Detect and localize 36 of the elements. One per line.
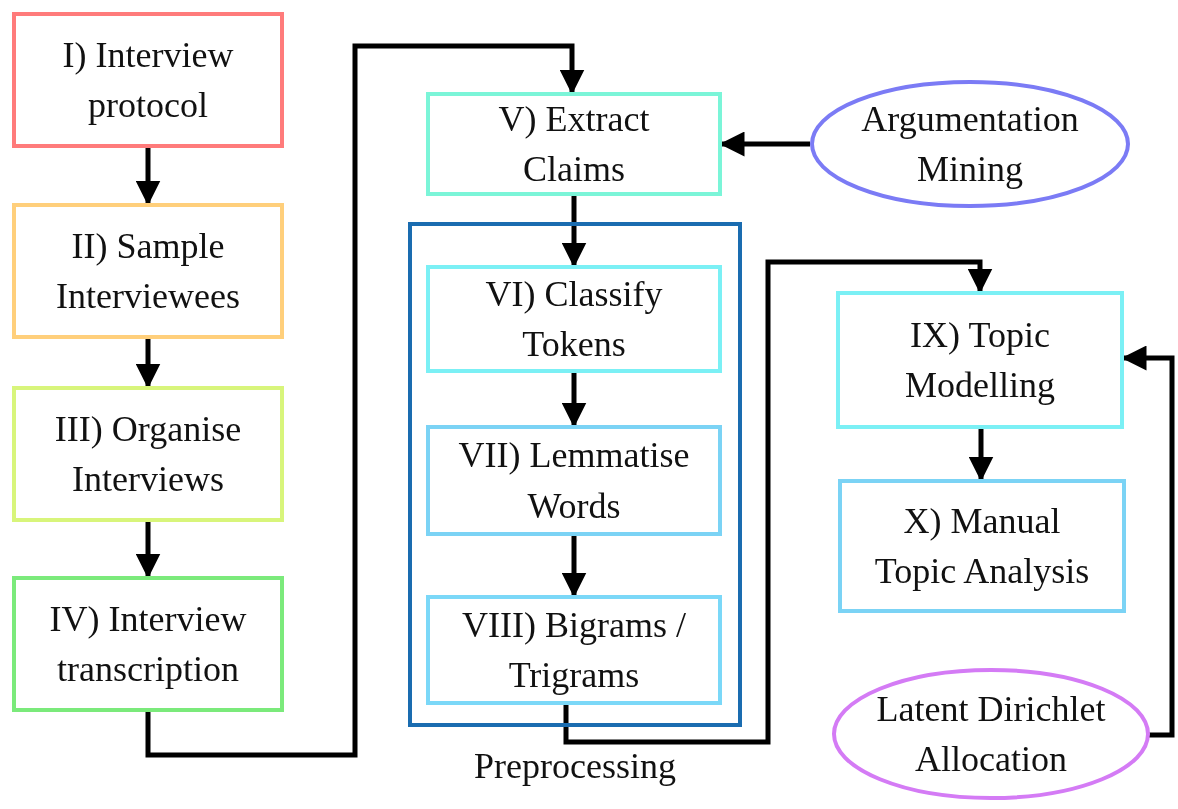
node-label: VIII) Bigrams / Trigrams	[461, 603, 687, 697]
group-label: Preprocessing	[473, 744, 677, 788]
process-box	[12, 386, 284, 522]
arrow	[1121, 345, 1175, 738]
process-box	[426, 265, 722, 373]
arrow	[561, 536, 587, 598]
arrow	[145, 43, 585, 758]
node-label: III) Organise Interviews	[53, 407, 243, 501]
node-label: Argumentation Mining	[860, 97, 1080, 191]
arrow	[968, 429, 994, 482]
process-box	[12, 576, 284, 712]
arrow	[135, 339, 161, 389]
node-label: Latent Dirichlet Allocation	[875, 687, 1107, 781]
node-label: I) Interview protocol	[61, 33, 235, 127]
arrow	[135, 148, 161, 206]
arrow	[719, 131, 810, 157]
node-label: IV) Interview transcription	[48, 597, 248, 691]
node-label: II) Sample Interviewees	[55, 224, 241, 318]
ellipse-node	[810, 80, 1130, 208]
process-box	[426, 595, 722, 705]
node-label: VI) Classify Tokens	[484, 272, 664, 366]
node-label: V) Extract Claims	[497, 97, 651, 191]
process-box	[12, 203, 284, 339]
process-box	[426, 92, 722, 196]
ellipse-node	[832, 668, 1150, 800]
arrow	[563, 259, 993, 745]
node-label: X) Manual Topic Analysis	[873, 499, 1091, 593]
arrow	[135, 522, 161, 579]
arrow	[561, 373, 587, 428]
process-box	[836, 291, 1124, 429]
arrow	[561, 196, 587, 268]
node-label: IX) Topic Modelling	[904, 313, 1056, 407]
node-label: VII) Lemmatise Words	[457, 434, 691, 528]
process-box	[838, 479, 1126, 613]
process-box	[12, 12, 284, 148]
process-box	[426, 425, 722, 536]
